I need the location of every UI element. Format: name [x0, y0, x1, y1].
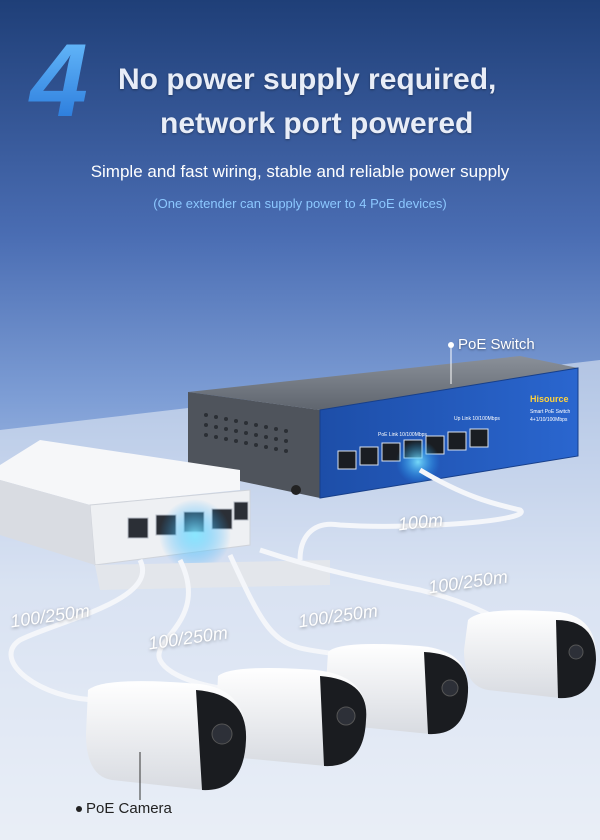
extender-glow [159, 499, 231, 571]
capacity-note: (One extender can supply power to 4 PoE … [153, 196, 447, 211]
camera-label-dot [76, 806, 82, 813]
extender-top [0, 440, 240, 505]
subheadline: Simple and fast wiring, stable and relia… [90, 162, 510, 181]
switch-brand: Hisource [530, 394, 569, 404]
camera-label-text: PoE Camera [86, 800, 172, 817]
switch-label: PoE Switch [448, 336, 535, 353]
uplink-cable [297, 467, 524, 561]
poe-extender [0, 440, 330, 590]
switch-top [188, 356, 578, 410]
switch-label-text: PoE Switch [458, 336, 535, 353]
switch-power-port [291, 485, 301, 495]
switch-model: Smart PoE Switch [530, 409, 571, 415]
switch-label-dot [448, 342, 454, 349]
feature-number-text: 4 [28, 28, 88, 126]
camera-2 [216, 668, 367, 767]
camera-label: PoE Camera [76, 800, 172, 817]
camera-4 [464, 610, 597, 699]
extender-left [0, 480, 95, 565]
extender-mount-foot [95, 560, 330, 590]
switch-uplink-label: Up Link 10/100Mbps [454, 416, 500, 422]
switch-vent-holes [204, 413, 288, 453]
camera-1 [86, 681, 247, 791]
feature-number-4: 4 [28, 28, 88, 126]
switch-poe-port-label: PoE Link 10/100Mbps [378, 432, 427, 438]
switch-spec: 4+1/10/100Mbps [530, 417, 568, 423]
headline: No power supply required, network port p… [118, 58, 588, 146]
cable-camera-4 [259, 547, 502, 623]
headline-line-1: No power supply required, [118, 63, 497, 96]
cable-camera-1 [8, 558, 146, 703]
headline-line-2: network port powered [160, 107, 474, 140]
